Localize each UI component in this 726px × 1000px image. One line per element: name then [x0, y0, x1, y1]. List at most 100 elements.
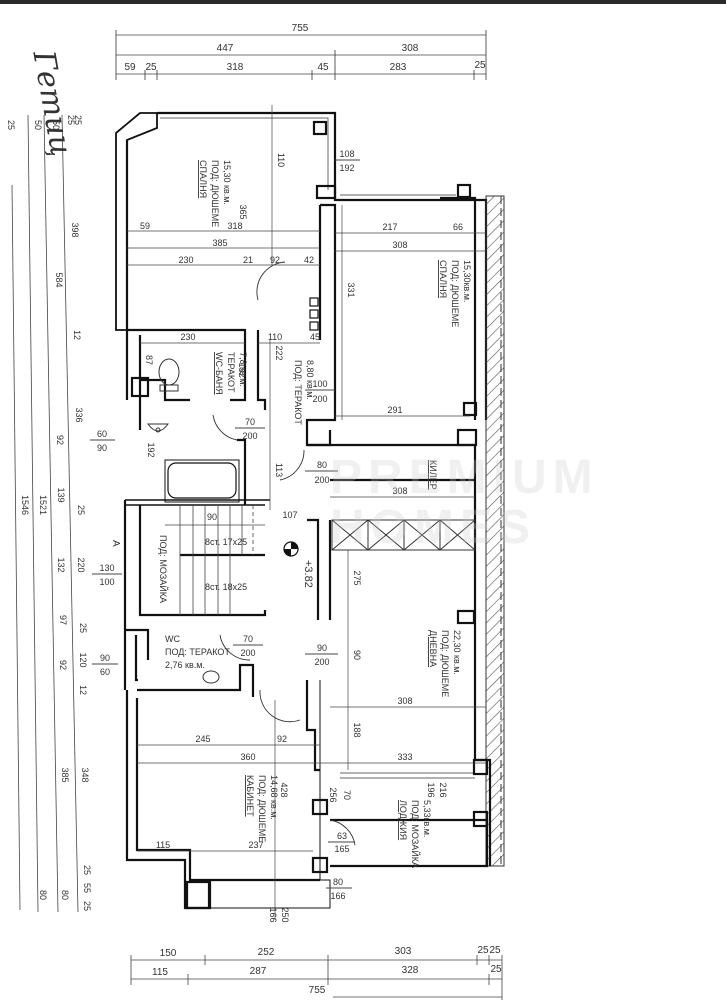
svg-text:60: 60 [100, 667, 110, 677]
dim: 132 [237, 362, 247, 377]
dim: 45 [310, 332, 320, 342]
dim: 336 [74, 407, 84, 422]
dim: 92 [58, 660, 68, 670]
dim: 283 [390, 62, 407, 73]
room-wc: WC ПОД: ТЕРАКОТ 2,76 кв.м. [165, 634, 230, 670]
svg-text:90: 90 [100, 653, 110, 663]
svg-text:90: 90 [317, 643, 327, 653]
dim: 50 [51, 120, 61, 130]
sink-icon [147, 423, 169, 433]
dim: 192 [146, 442, 156, 457]
room-living: ДНЕВНА ПОД: ДЮШЕМЕ 22,30 кв.м. [428, 630, 462, 697]
svg-text:КИЛЕР: КИЛЕР [428, 460, 438, 490]
walls [115, 111, 505, 910]
dim: 107 [282, 510, 297, 520]
dim: 90 [207, 512, 217, 522]
dim: 55 [82, 883, 92, 893]
dim: 348 [80, 767, 90, 782]
dim: 150 [160, 948, 177, 959]
dim-total-width: 755 [292, 23, 309, 34]
dim: 92 [270, 255, 280, 265]
svg-text:108: 108 [339, 149, 354, 159]
dim: 80 [60, 890, 70, 900]
dim: 318 [227, 62, 244, 73]
svg-text:166: 166 [330, 891, 345, 901]
dim-right-block: 308 [402, 43, 419, 54]
dim: 220 [76, 557, 86, 572]
svg-text:ПОД: ДЮШЕМЕ: ПОД: ДЮШЕМЕ [210, 160, 220, 227]
svg-text:70: 70 [245, 417, 255, 427]
stair-steps [165, 505, 265, 615]
left-dimensions: 25 1546 50 1521 80 50 584 92 139 132 97 … [6, 114, 92, 913]
svg-text:5,33кв.м.: 5,33кв.м. [422, 800, 432, 837]
svg-text:200: 200 [312, 394, 327, 404]
dim: 25 [76, 505, 86, 515]
svg-text:ПОД: ТЕРАКОТ: ПОД: ТЕРАКОТ [165, 647, 230, 657]
dim: 245 [195, 734, 210, 744]
dim: 42 [304, 255, 314, 265]
dim: 252 [258, 947, 275, 958]
dim: 25 [477, 945, 489, 956]
dim: 110 [268, 332, 282, 342]
room-office: КАБИНЕТ ПОД: ДЮШЕМЕ 14,68 кв.м. [245, 775, 279, 842]
svg-text:7,8 кв.м.: 7,8 кв.м. [238, 352, 248, 387]
svg-text:22,30 кв.м.: 22,30 кв.м. [452, 630, 462, 675]
dim: 25 [6, 120, 16, 130]
dim: 87 [144, 355, 154, 365]
bottom-dimensions: 150 252 303 25 25 115 287 328 25 755 [130, 945, 503, 1000]
dim: 230 [178, 255, 193, 265]
dim: 331 [346, 282, 356, 297]
dim: 66 [453, 222, 463, 232]
svg-text:ПОД: МОЗАЙКА: ПОД: МОЗАЙКА [410, 800, 421, 868]
svg-text:100: 100 [99, 577, 114, 587]
interior-dimensions: 59 318 385 230 21 92 42 217 66 308 291 2… [127, 105, 486, 923]
dim: 365 [238, 204, 248, 219]
dim: 308 [397, 696, 412, 706]
dim: 275 [352, 570, 362, 585]
dim: 230 [180, 332, 195, 342]
svg-text:ПОД: ТЕРАКОТ: ПОД: ТЕРАКОТ [293, 360, 303, 425]
dim: 45 [317, 62, 329, 73]
room-labels: СПАЛНЯ ПОД: ДЮШЕМЕ 15,30 кв.м. СПАЛНЯ ПО… [158, 160, 472, 868]
dim: 328 [402, 965, 419, 976]
door-swings [212, 261, 356, 846]
dim: 25 [82, 901, 92, 911]
level-marker-icon [283, 541, 299, 557]
dim: 110 [276, 153, 286, 167]
dim: 97 [58, 615, 68, 625]
wc-toilet-icon [202, 670, 220, 684]
svg-text:70: 70 [243, 634, 253, 644]
svg-text:63: 63 [337, 831, 347, 841]
dim: 80 [38, 890, 48, 900]
top-dimensions: 755 447 308 59 25 318 45 283 25 [115, 23, 487, 80]
room-loggia: ЛОДЖИЯ ПОД: МОЗАЙКА 5,33кв.м. [398, 800, 432, 868]
dim: 318 [227, 221, 242, 231]
dim: 256 [328, 787, 338, 802]
dim: 360 [240, 752, 255, 762]
svg-text:ПОД: ДЮШЕМЕ: ПОД: ДЮШЕМЕ [440, 630, 450, 697]
dim: 216 [438, 782, 448, 797]
svg-text:200: 200 [240, 648, 255, 658]
dim: 92 [277, 734, 287, 744]
svg-text:ДНЕВНА: ДНЕВНА [428, 630, 438, 667]
svg-text:90: 90 [97, 443, 107, 453]
dim: 59 [140, 221, 150, 231]
stair-lower-label: 8ст. 18х25 [205, 582, 247, 592]
dim: 25 [73, 115, 83, 125]
dim: 113 [274, 463, 284, 477]
dim: 188 [352, 722, 362, 737]
svg-text:15,30 кв.м.: 15,30 кв.м. [222, 160, 232, 205]
svg-text:192: 192 [339, 163, 354, 173]
svg-text:ТЕРАКОТ: ТЕРАКОТ [226, 352, 236, 393]
svg-text:КАБИНЕТ: КАБИНЕТ [245, 775, 255, 817]
dim: 398 [70, 222, 80, 237]
dim: 50 [33, 120, 43, 130]
